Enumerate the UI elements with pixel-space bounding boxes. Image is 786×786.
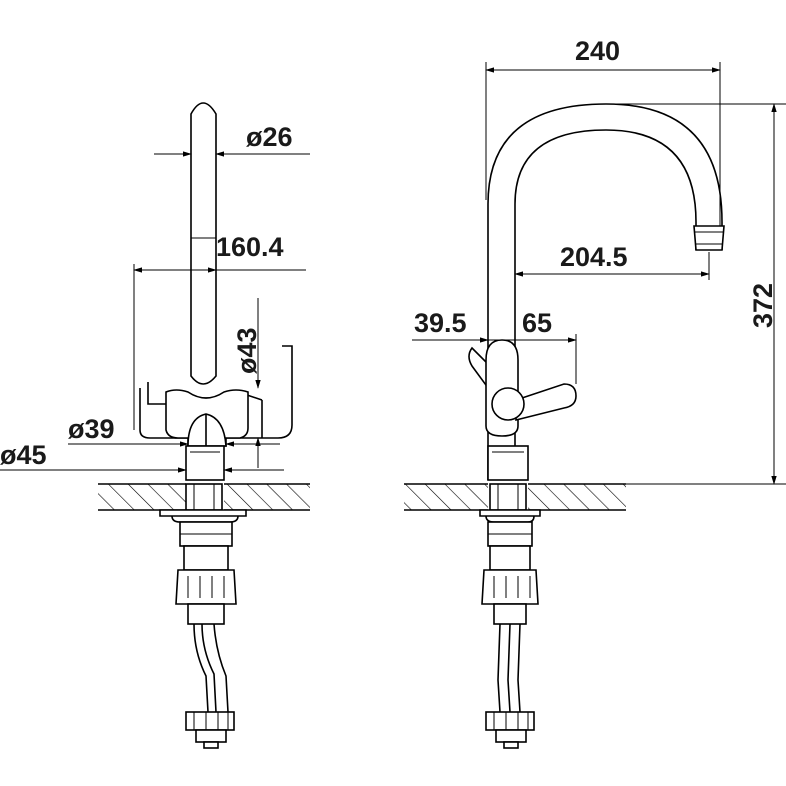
side-underside-mount bbox=[479, 483, 541, 749]
dim-spout-diameter: ø26 bbox=[154, 122, 310, 157]
label-overall-height: 372 bbox=[748, 283, 778, 328]
side-view: 240 204.5 39.5 65 372 bbox=[404, 36, 786, 749]
dim-body-width: 160.4 bbox=[133, 232, 306, 430]
label-body-width: 160.4 bbox=[216, 232, 284, 262]
dim-spout-reach: 204.5 bbox=[514, 242, 710, 280]
front-faucet-body bbox=[139, 102, 293, 481]
label-lever-right: 65 bbox=[522, 308, 552, 338]
label-overall-reach: 240 bbox=[575, 36, 620, 66]
label-base-diameter-inner: ø39 bbox=[68, 414, 115, 444]
front-view: ø26 160.4 ø43 ø39 ø45 bbox=[0, 102, 310, 749]
dim-overall-reach: 240 bbox=[485, 36, 721, 226]
dim-overall-height: 372 bbox=[616, 103, 786, 485]
label-spout-reach: 204.5 bbox=[560, 242, 628, 272]
dim-base-diameter-outer: ø45 bbox=[0, 440, 284, 473]
side-faucet-body-lever bbox=[468, 339, 577, 481]
front-underside-mount bbox=[159, 483, 247, 749]
label-base-diameter-outer: ø45 bbox=[0, 440, 47, 470]
side-spout bbox=[487, 103, 725, 480]
label-spout-diameter: ø26 bbox=[246, 122, 293, 152]
dim-lever-offsets: 39.5 65 bbox=[412, 300, 577, 384]
dim-body-diameter: ø43 bbox=[232, 298, 262, 468]
dim-base-diameter-inner: ø39 bbox=[68, 414, 280, 447]
label-lever-left: 39.5 bbox=[414, 308, 467, 338]
label-body-diameter: ø43 bbox=[232, 327, 262, 374]
